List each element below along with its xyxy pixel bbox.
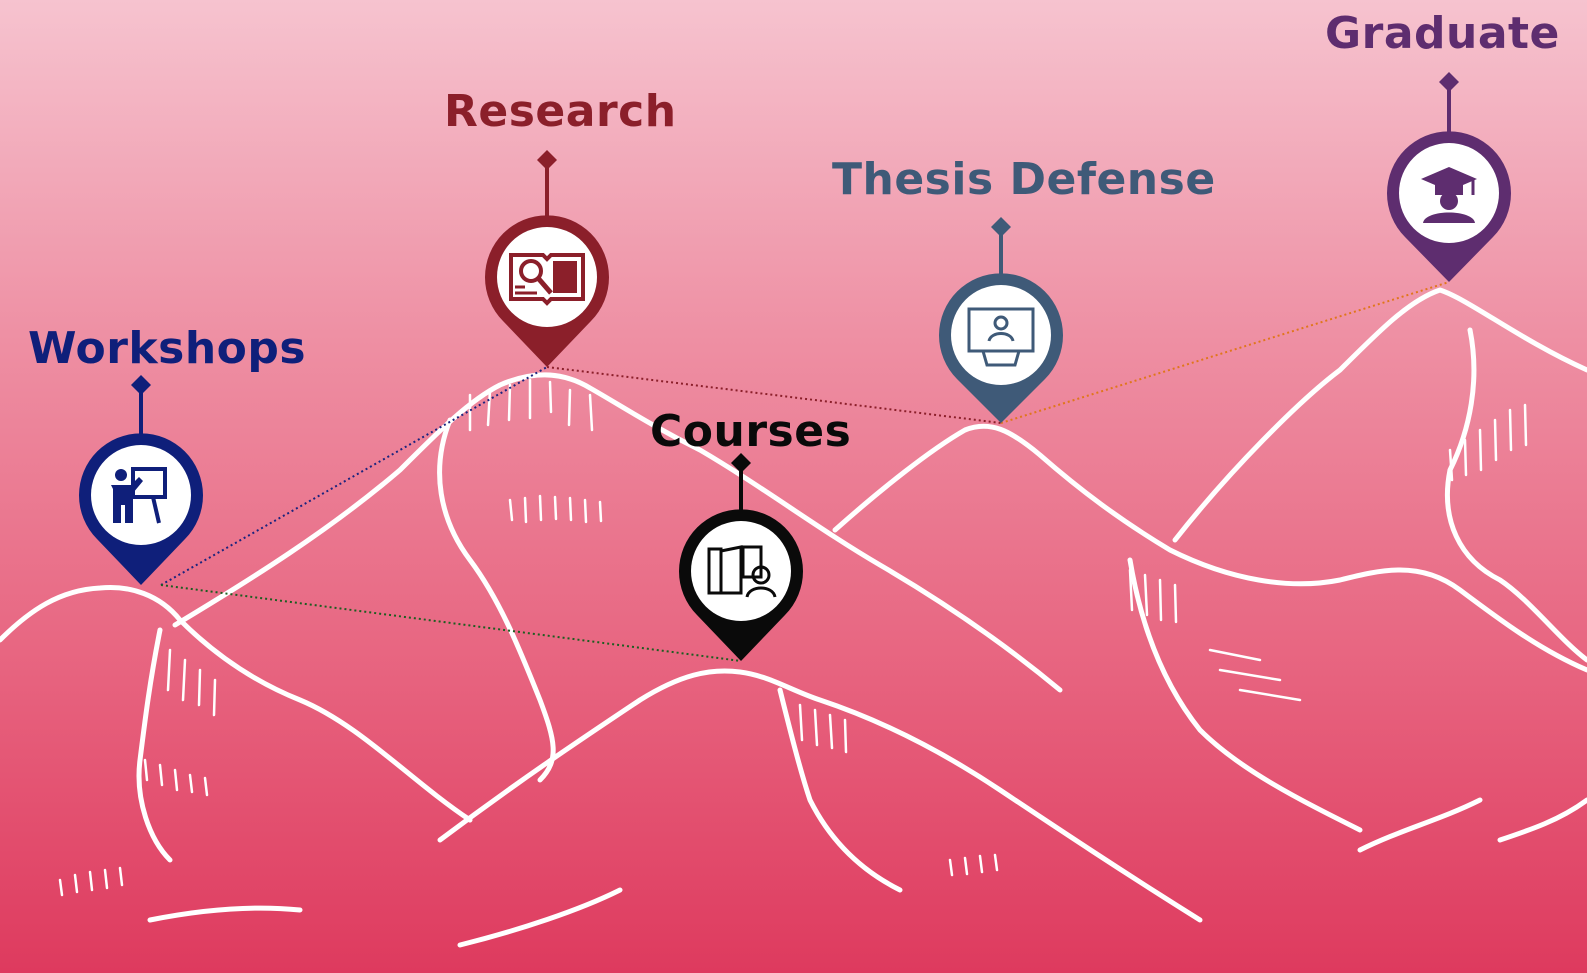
pin-diamond [537,150,557,170]
milestone-label-courses: Courses [650,406,852,457]
connector-workshops-courses [160,584,742,662]
foreground-stroke-1 [147,905,303,923]
mountain-range [0,287,1587,948]
pin-diamond [131,375,151,395]
teacher-at-board-icon [111,467,167,524]
book-magnifier-icon [509,253,585,306]
foreground-stroke-2 [457,887,623,948]
mountain-ridge-courses [437,668,1203,923]
mountain-ridge-graduate-inner [1444,327,1587,663]
pin-thesis [939,217,1063,423]
mountain-ridge-research-inner [437,417,556,783]
milestone-label-thesis: Thesis Defense [832,154,1216,205]
pin-diamond [731,453,751,473]
mountain-ridge-workshops [0,584,473,823]
pin-workshops [79,375,203,585]
mountain-ridge-courses-inner [777,687,903,893]
books-person-icon [707,545,777,598]
foreground-stroke-3 [1357,797,1483,853]
pin-courses [678,453,803,661]
connector-layer [160,281,1450,662]
graduate-cap-icon [1421,167,1477,223]
pin-graduate [1387,72,1511,282]
presenter-at-podium-icon [967,307,1035,367]
pin-layer [79,72,1511,661]
foreground-stroke-4 [1497,797,1587,843]
pin-diamond [1439,72,1459,92]
mountain-ridge-research [172,372,1063,693]
pin-inner-circle [497,227,597,327]
connector-research-thesis [546,366,1002,424]
mountain-hatching [58,378,1528,897]
connector-workshops-research [160,366,548,586]
pin-diamond [991,217,1011,237]
milestone-label-graduate: Graduate [1325,8,1560,59]
pin-research [485,150,609,367]
mountain-ridge-thesis [832,423,1587,673]
mountain-ridge-workshops-inner [136,627,173,863]
connector-thesis-graduate [1000,281,1450,424]
mountain-ridge-graduate [1172,287,1587,543]
mountain-ridge-right-low [1127,557,1363,833]
milestone-label-workshops: Workshops [28,323,307,374]
milestone-label-research: Research [444,86,677,137]
